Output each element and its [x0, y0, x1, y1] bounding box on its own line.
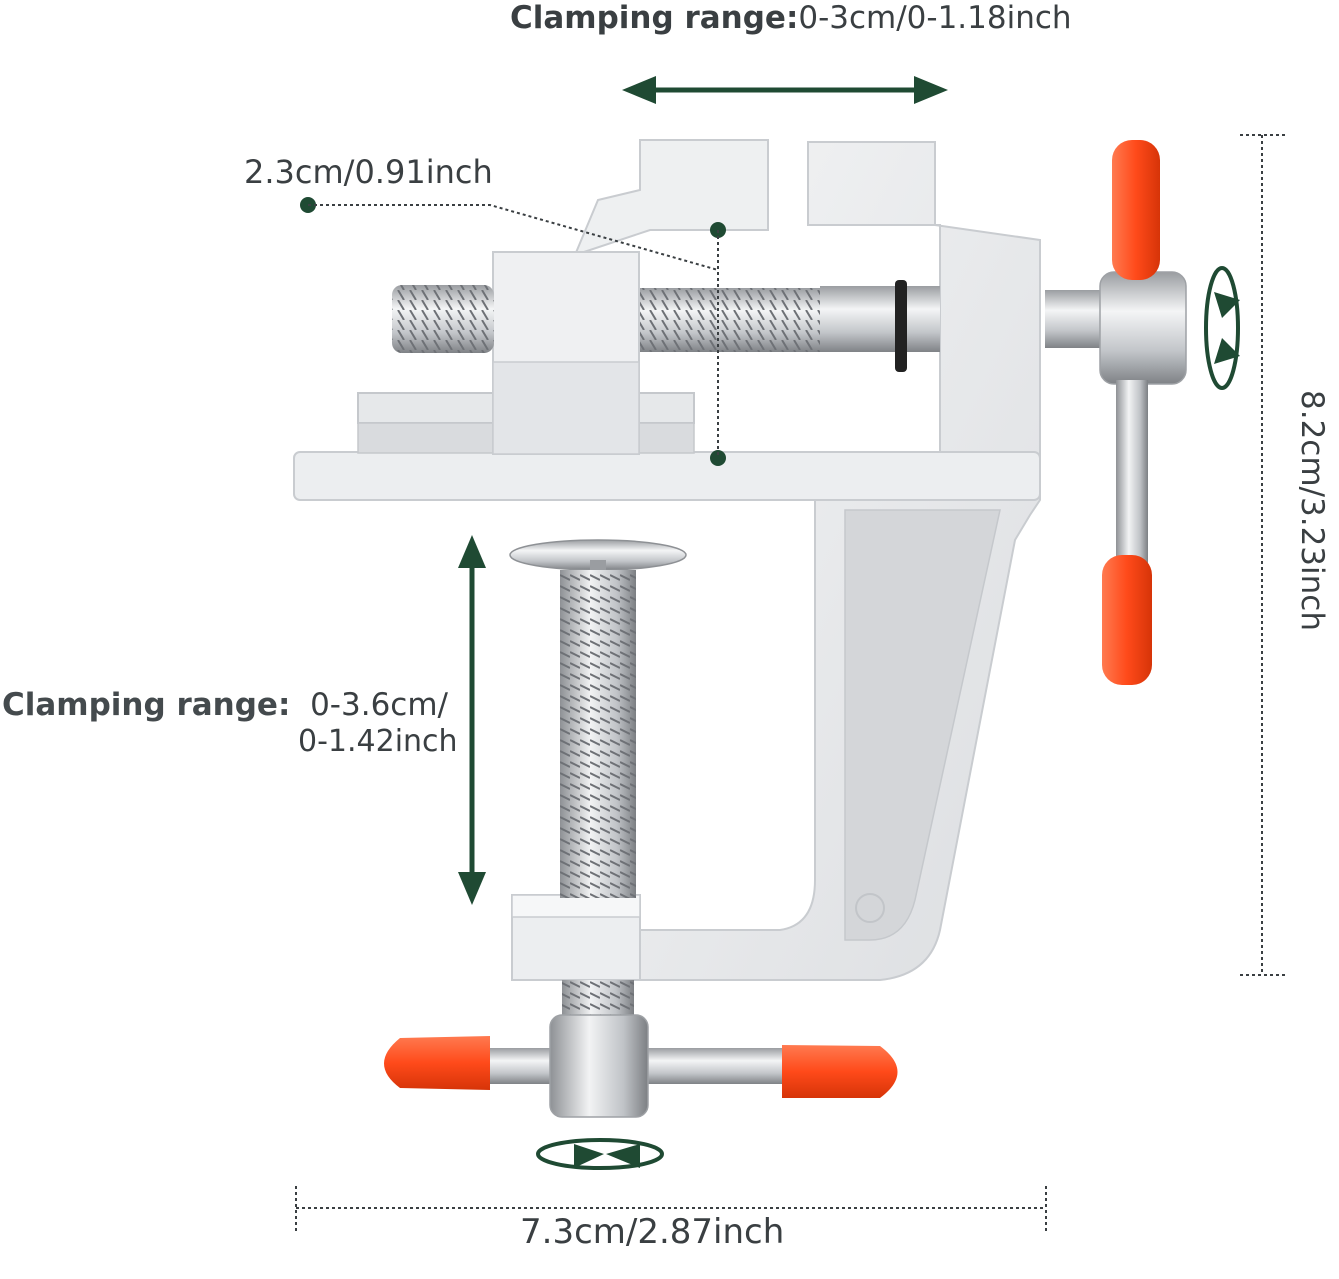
height-dimension — [1240, 134, 1285, 976]
side-range-arrow — [458, 535, 486, 905]
side-clamping-range-label: Clamping range: 0-3.6cm/ — [2, 687, 448, 723]
top-range-arrow — [622, 76, 948, 104]
top-range-value: 0-3cm/0-1.18inch — [798, 0, 1072, 36]
width-label: 7.3cm/2.87inch — [520, 1212, 785, 1252]
side-range-head: Clamping range: — [2, 687, 291, 723]
rotate-arrow-right-icon — [1204, 266, 1240, 390]
side-range-value-2: 0-1.42inch — [298, 724, 458, 759]
handle-cap-bottom — [1102, 555, 1152, 685]
handle-cap-left — [384, 1036, 490, 1090]
handle-cap-right — [782, 1045, 898, 1098]
jaw-width-leader — [300, 197, 726, 466]
top-range-head: Clamping range: — [510, 0, 799, 36]
jaw-width-label: 2.3cm/0.91inch — [244, 153, 493, 191]
top-clamping-range-label: Clamping range:0-3cm/0-1.18inch — [510, 0, 1072, 36]
height-label: 8.2cm/3.23inch — [1294, 390, 1330, 631]
side-range-value-1: 0-3.6cm/ — [310, 687, 448, 723]
handle-cap-top — [1112, 140, 1160, 280]
bottom-t-handle — [384, 1014, 898, 1118]
rotate-arrow-bottom-icon — [536, 1138, 664, 1170]
right-t-handle — [1099, 140, 1187, 685]
width-dimension — [295, 1186, 1047, 1232]
clamp-screw — [509, 539, 687, 1020]
jaw-lead-screw — [392, 280, 1110, 372]
